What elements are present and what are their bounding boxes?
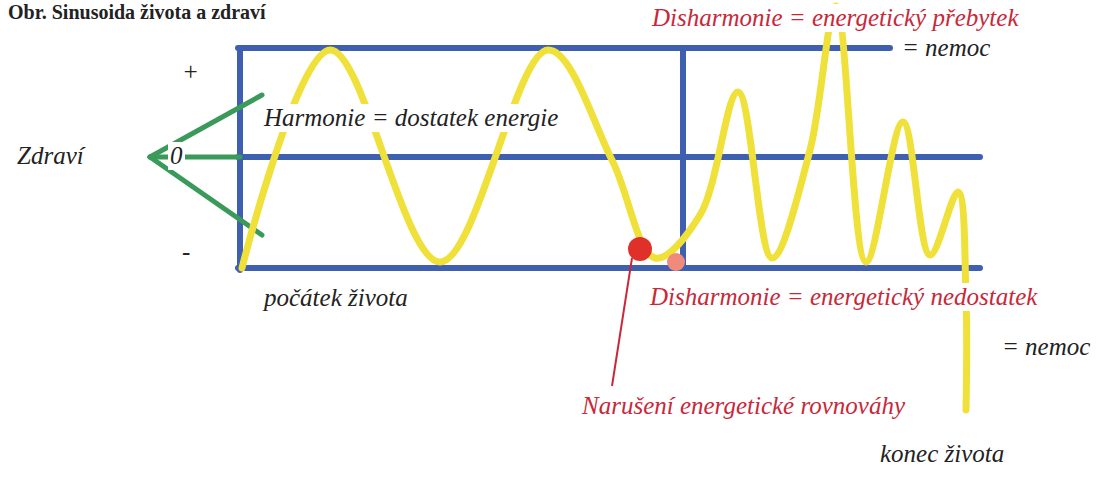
lower-bound-line — [238, 265, 980, 271]
imbalance-dot — [628, 237, 652, 261]
plus-sign: + — [180, 58, 201, 86]
health-bracket-middle — [150, 155, 240, 160]
health-bracket-lower — [150, 157, 262, 235]
deficit-label: Disharmonie = energetický nedostatek — [648, 283, 1039, 311]
imbalance-label: Narušení energetické rovnováhy — [580, 392, 907, 420]
disease-label: = nemoc — [900, 34, 992, 62]
life-end-label: konec života — [878, 440, 1006, 468]
harmony-label: Harmonie = dostatek energie — [262, 104, 560, 132]
health-label: Zdraví — [15, 142, 86, 170]
health-bracket-upper — [150, 95, 262, 157]
life-start-label: počátek života — [262, 284, 410, 312]
minus-sign: - — [180, 238, 192, 266]
life-curve — [242, 6, 967, 410]
disease-label: = nemoc — [1000, 333, 1092, 361]
excess-label: Disharmonie = energetický přebytek — [650, 4, 1021, 32]
imbalance-dot-shadow — [667, 253, 685, 271]
leader-line — [612, 258, 632, 386]
figure-title: Obr. Sinusoida života a zdraví — [8, 1, 266, 23]
zero-sign: 0 — [168, 142, 185, 170]
